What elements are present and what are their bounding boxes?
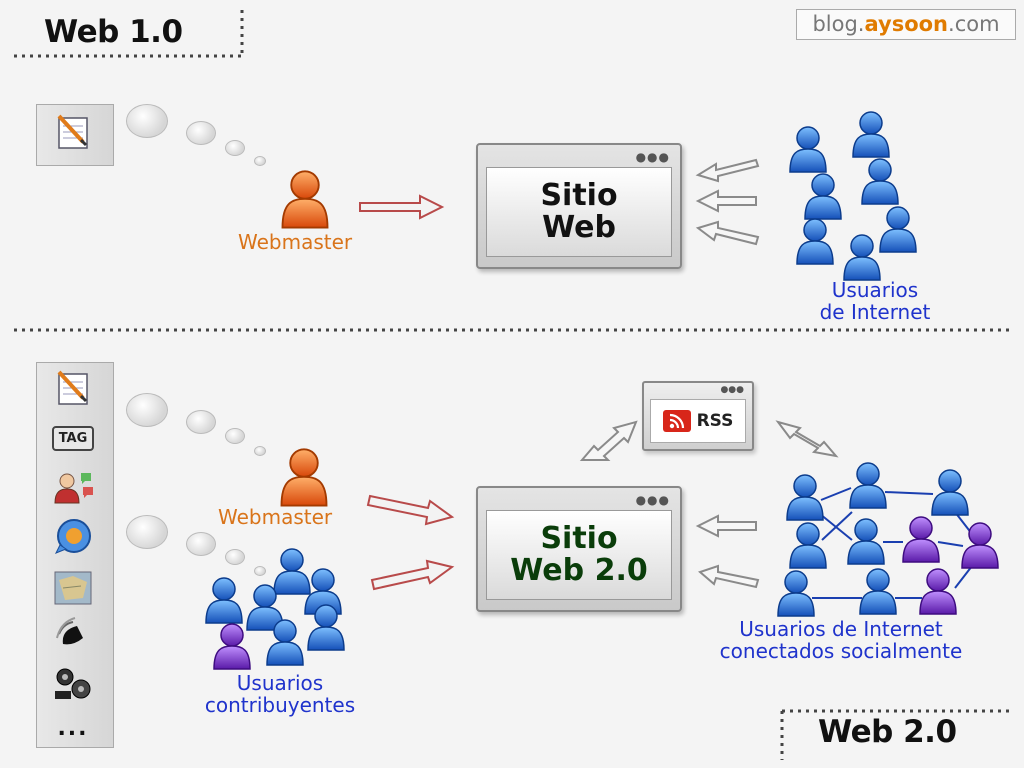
internet-users-line2: de Internet: [819, 300, 931, 324]
user-chat-icon: [46, 466, 100, 506]
social-users-line2: conectados socialmente: [719, 639, 963, 663]
site-web2-line2: Web 2.0: [510, 553, 648, 588]
site-window-web1: ●●● Sitio Web: [476, 143, 682, 269]
social-users-caption: Usuarios de Internet conectados socialme…: [676, 618, 1006, 662]
messenger-icon: [46, 516, 100, 556]
audio-icon: [46, 616, 100, 656]
watermark-suffix: .com: [948, 12, 1000, 36]
thought-bubble: [126, 104, 168, 138]
map-icon: [46, 568, 100, 608]
watermark-prefix: blog.: [812, 12, 865, 36]
social-users-figures: [777, 462, 999, 617]
tag-icon: TAG: [46, 418, 100, 458]
webmaster-figure-web1: [281, 170, 329, 229]
web2-label: Web 2.0: [818, 714, 957, 750]
site-window-web1-pane: Sitio Web: [486, 167, 672, 257]
site-web2-line1: Sitio: [540, 521, 618, 556]
rss-feed-icon: [662, 410, 691, 432]
thought-bubble: [186, 532, 216, 556]
internet-users-figures: [789, 111, 917, 281]
thought-bubble: [254, 156, 266, 166]
contributors-line1: Usuarios: [236, 671, 324, 695]
thought-bubble: [254, 566, 266, 576]
web2-label-border: [780, 709, 1012, 760]
internet-users-caption: Usuarios de Internet: [780, 279, 970, 323]
contributor-figures: [205, 548, 345, 670]
site-web1-line1: Sitio: [540, 178, 618, 213]
watermark: blog.aysoon.com: [796, 9, 1016, 40]
rss-window: ●●● RSS: [642, 381, 754, 451]
rss-label: RSS: [696, 411, 734, 431]
web1-label: Web 1.0: [44, 14, 183, 50]
arrows-to-site-2: [366, 494, 455, 591]
film-reel-icon: [46, 664, 100, 704]
social-users-line1: Usuarios de Internet: [739, 617, 943, 641]
window-controls-icon: ●●●: [635, 150, 670, 164]
arrows-users-to-site: [695, 158, 760, 246]
arrow-webmaster-to-site: [359, 194, 445, 220]
contributors-caption: Usuarios contribuyentes: [170, 672, 390, 716]
more-icon: ...: [46, 708, 100, 748]
thought-bubble: [186, 410, 216, 434]
watermark-brand: aysoon: [864, 12, 949, 36]
thought-bubble: [126, 393, 168, 427]
arrows-social-to-site: [695, 514, 760, 589]
webmaster-caption-web2: Webmaster: [218, 505, 333, 529]
window-controls-icon: ●●●: [720, 385, 744, 395]
web1-label-border: [14, 10, 244, 58]
thought-bubble: [225, 549, 245, 565]
webmaster-caption-web1: Webmaster: [238, 230, 353, 254]
notepad-pencil-icon: [46, 112, 100, 152]
thought-bubble: [186, 121, 216, 145]
arrows-rss-links: [579, 420, 839, 461]
more-label: ...: [57, 715, 89, 741]
thought-bubble: [225, 428, 245, 444]
site-window-web2: ●●● Sitio Web 2.0: [476, 486, 682, 612]
tag-label: TAG: [51, 425, 95, 451]
thought-bubble: [254, 446, 266, 456]
notepad-pencil-icon: [46, 368, 100, 408]
social-network-links: [812, 487, 973, 599]
webmaster-figure-web2: [280, 448, 328, 507]
thought-bubble: [225, 140, 245, 156]
contributors-line2: contribuyentes: [204, 693, 356, 717]
rss-window-pane: RSS: [650, 399, 746, 443]
site-web1-line2: Web: [542, 210, 616, 245]
thought-bubble: [126, 515, 168, 549]
internet-users-line1: Usuarios: [831, 278, 919, 302]
site-window-web2-pane: Sitio Web 2.0: [486, 510, 672, 600]
window-controls-icon: ●●●: [635, 493, 670, 507]
